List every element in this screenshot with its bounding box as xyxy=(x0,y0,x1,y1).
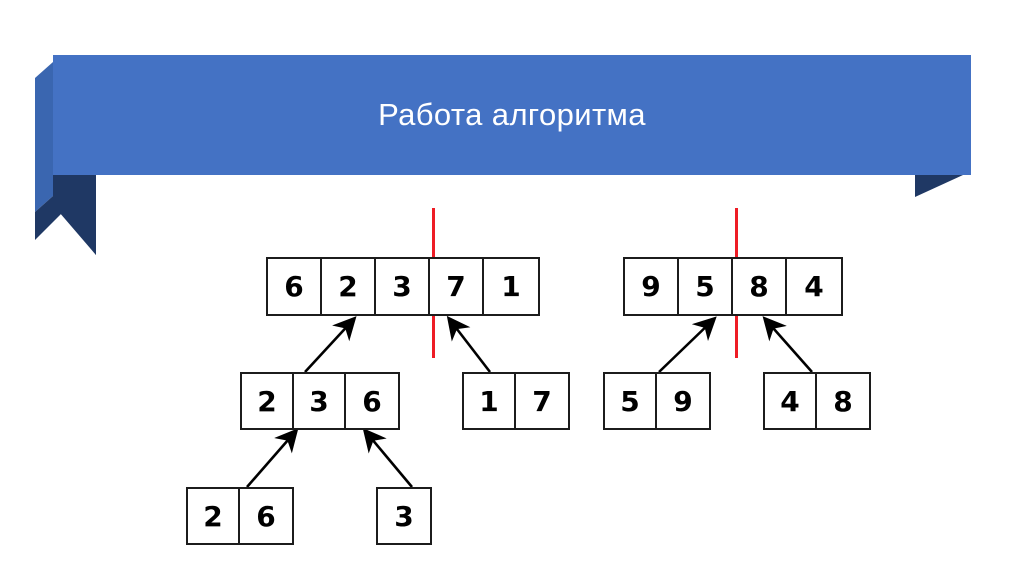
arrow-sub-b-to-merged-left xyxy=(446,315,492,373)
arrow-leaf-a-to-sub-a xyxy=(246,428,299,488)
array-leaf-b: 3 xyxy=(376,487,432,545)
array-cell: 8 xyxy=(733,259,787,314)
array-cell: 3 xyxy=(378,489,430,543)
array-cell: 7 xyxy=(516,374,568,428)
array-cell: 4 xyxy=(787,259,841,314)
array-merged-right: 9 5 8 4 xyxy=(623,257,843,316)
array-sub-c: 5 9 xyxy=(603,372,711,430)
array-cell: 3 xyxy=(376,259,430,314)
array-cell: 7 xyxy=(430,259,484,314)
array-cell: 6 xyxy=(346,374,398,428)
array-cell: 2 xyxy=(188,489,240,543)
array-cell: 2 xyxy=(322,259,376,314)
array-cell: 5 xyxy=(605,374,657,428)
array-sub-a: 2 3 6 xyxy=(240,372,400,430)
array-cell: 6 xyxy=(268,259,322,314)
arrow-sub-c-to-merged-right xyxy=(658,316,717,373)
array-cell: 1 xyxy=(464,374,516,428)
arrow-sub-a-to-merged-left xyxy=(304,316,357,373)
arrow-sub-d-to-merged-right xyxy=(762,316,813,373)
array-sub-d: 4 8 xyxy=(763,372,871,430)
array-cell: 1 xyxy=(484,259,538,314)
array-cell: 8 xyxy=(817,374,869,428)
array-sub-b: 1 7 xyxy=(462,372,570,430)
array-cell: 2 xyxy=(242,374,294,428)
array-merged-left: 6 2 3 7 1 xyxy=(266,257,540,316)
array-cell: 4 xyxy=(765,374,817,428)
array-leaf-a: 2 6 xyxy=(186,487,294,545)
arrow-leaf-b-to-sub-a xyxy=(362,428,413,488)
array-cell: 3 xyxy=(294,374,346,428)
array-cell: 9 xyxy=(657,374,709,428)
array-cell: 5 xyxy=(679,259,733,314)
array-cell: 9 xyxy=(625,259,679,314)
array-cell: 6 xyxy=(240,489,292,543)
